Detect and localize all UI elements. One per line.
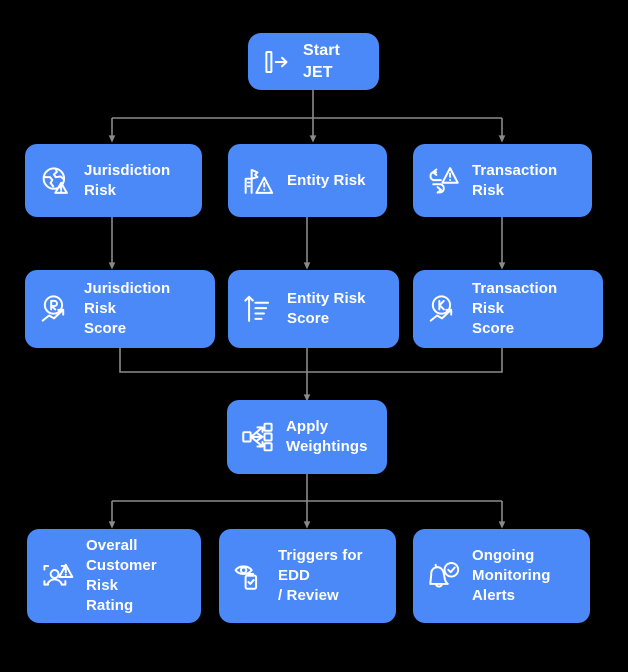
edge-scores-merge [119,348,503,373]
node-jurisdiction-risk-score[interactable]: Jurisdiction Risk Score [25,270,215,348]
node-label: Transaction Risk Score [472,280,558,337]
building-warning-icon [242,164,276,198]
node-label: Start JET [303,42,340,81]
distribute-nodes-icon [241,420,275,454]
node-label: Entity Risk Score [287,290,366,327]
ascending-bars-arrow-icon [242,292,276,326]
node-start-jet[interactable]: Start JET [248,33,379,90]
node-overall-customer-risk-rating[interactable]: Overall Customer Risk Rating [27,529,201,623]
node-jurisdiction-risk[interactable]: Jurisdiction Risk [25,144,202,217]
exchange-warning-icon [427,164,461,198]
bell-check-icon [427,559,461,593]
user-scan-warning-icon [41,559,75,593]
gauge-trend-r-icon [39,292,73,326]
enter-arrow-icon [262,47,292,77]
node-label: Ongoing Monitoring Alerts [472,547,551,604]
node-apply-weightings[interactable]: Apply Weightings [227,400,387,474]
node-label: Apply Weightings [286,418,368,455]
node-label: Overall Customer Risk Rating [86,537,157,614]
node-label: Jurisdiction Risk Score [84,280,171,337]
node-transaction-risk-score[interactable]: Transaction Risk Score [413,270,603,348]
node-ongoing-monitoring-alerts[interactable]: Ongoing Monitoring Alerts [413,529,590,623]
node-label: Jurisdiction Risk [84,161,171,199]
node-entity-risk[interactable]: Entity Risk [228,144,387,217]
node-label: Transaction Risk [472,161,558,199]
node-entity-risk-score[interactable]: Entity Risk Score [228,270,399,348]
globe-warning-icon [39,164,73,198]
eye-clipboard-icon [233,559,267,593]
node-triggers-for-edd-review[interactable]: Triggers for EDD / Review [219,529,396,623]
node-transaction-risk[interactable]: Transaction Risk [413,144,592,217]
node-label: Entity Risk [287,171,366,189]
node-label: Triggers for EDD / Review [278,547,363,604]
gauge-trend-k-icon [427,292,461,326]
